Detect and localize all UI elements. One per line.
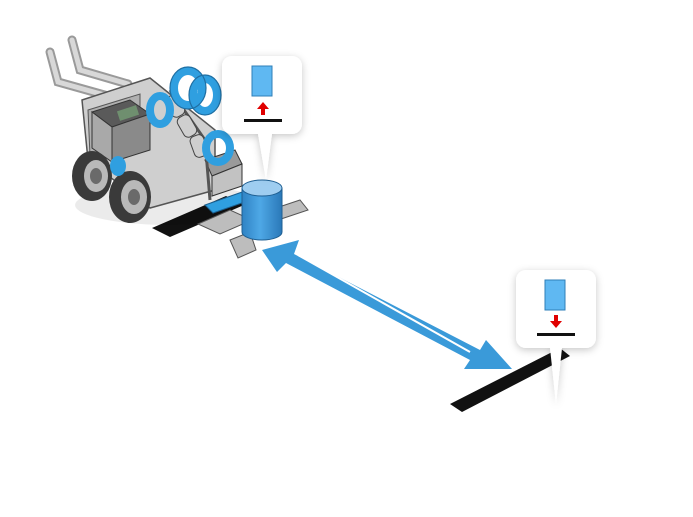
dropoff-object-icon bbox=[544, 279, 566, 311]
pickup-ground-line bbox=[244, 119, 282, 122]
pickup-object-icon bbox=[251, 65, 273, 97]
pickup-callout bbox=[222, 56, 302, 180]
dropoff-callout-content bbox=[537, 279, 575, 336]
robot bbox=[45, 35, 309, 259]
path-arrow-inner-line bbox=[297, 254, 471, 353]
pickup-callout-content bbox=[244, 65, 282, 122]
cargo-cylinder bbox=[241, 179, 283, 241]
robot-brain bbox=[90, 99, 152, 163]
up-arrow-icon bbox=[257, 102, 269, 115]
dropoff-ground-line bbox=[537, 333, 575, 336]
down-arrow-icon bbox=[550, 315, 562, 328]
finish-line-marker bbox=[450, 348, 570, 412]
robot-wheels bbox=[72, 151, 151, 223]
dropoff-callout bbox=[516, 270, 596, 404]
robot-blue-gears bbox=[146, 67, 234, 166]
path-arrow bbox=[262, 240, 512, 369]
robot-arm-rails bbox=[45, 35, 133, 101]
